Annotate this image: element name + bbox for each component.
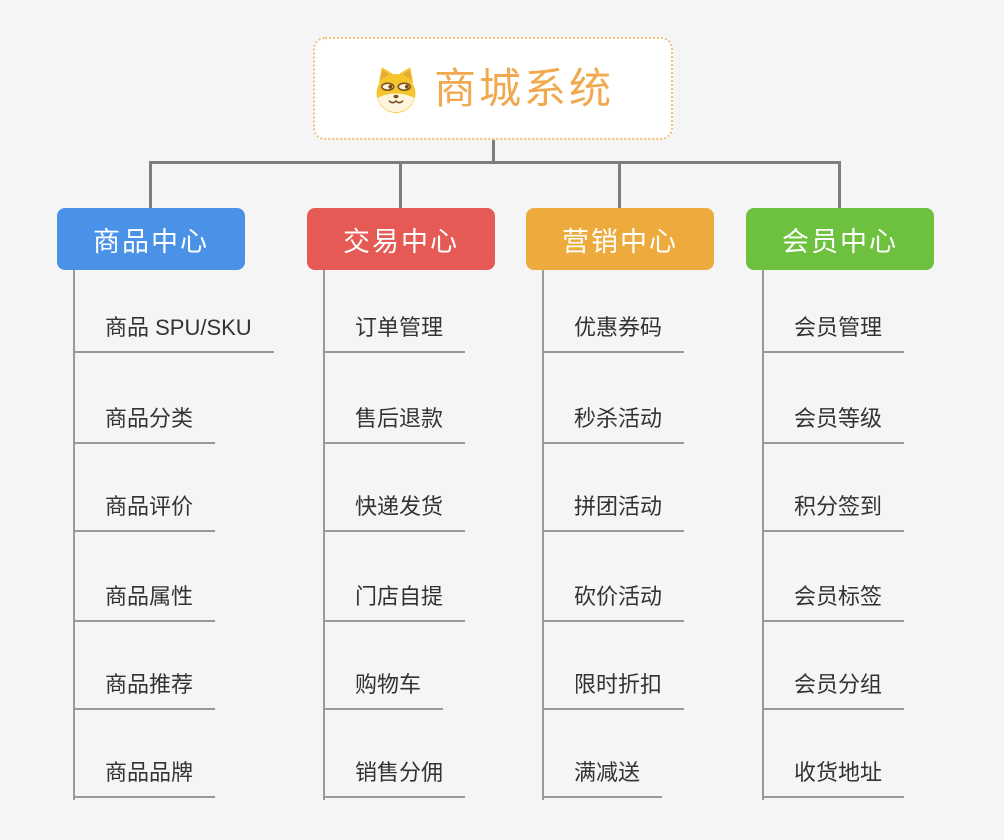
mindmap-item[interactable]: 会员管理 (762, 315, 905, 353)
doge-icon (376, 66, 416, 113)
mindmap-item[interactable]: 快递发货 (323, 494, 466, 532)
branch-box-trade[interactable]: 交易中心 (307, 208, 495, 270)
mindmap-item[interactable]: 门店自提 (323, 584, 466, 622)
branch-label: 交易中心 (343, 226, 459, 257)
mindmap-item[interactable]: 商品属性 (73, 584, 216, 622)
branch-marketing: 营销中心 优惠券码 秒杀活动 拼团活动 砍价活动 限时折扣 满减送 (526, 208, 714, 800)
branch-trunk-line: 商品 SPU/SKU 商品分类 商品评价 商品属性 商品推荐 商品品牌 (73, 270, 274, 800)
mindmap-item[interactable]: 满减送 (542, 760, 663, 798)
branch-box-marketing[interactable]: 营销中心 (526, 208, 714, 270)
root-node[interactable]: 商城系统 (313, 37, 673, 140)
mindmap-item[interactable]: 积分签到 (762, 494, 905, 532)
branch-products: 商品中心 商品 SPU/SKU 商品分类 商品评价 商品属性 商品推荐 商品品牌 (57, 208, 274, 800)
branch-label: 会员中心 (782, 226, 898, 257)
mindmap-item[interactable]: 会员标签 (762, 584, 905, 622)
branch-box-members[interactable]: 会员中心 (746, 208, 934, 270)
connector-horizontal-bar (149, 161, 841, 164)
connector-stub-members (838, 161, 841, 209)
mindmap-item[interactable]: 购物车 (323, 672, 444, 710)
mindmap-item[interactable]: 秒杀活动 (542, 406, 685, 444)
mindmap-item[interactable]: 售后退款 (323, 406, 466, 444)
branch-label: 商品中心 (93, 226, 209, 257)
connector-stub-products (149, 161, 152, 209)
mindmap-item[interactable]: 商品分类 (73, 406, 216, 444)
mindmap-item[interactable]: 会员分组 (762, 672, 905, 710)
mindmap-item[interactable]: 拼团活动 (542, 494, 685, 532)
mindmap-item[interactable]: 商品推荐 (73, 672, 216, 710)
branch-box-products[interactable]: 商品中心 (57, 208, 245, 270)
mindmap-item[interactable]: 商品品牌 (73, 760, 216, 798)
mindmap-item[interactable]: 商品评价 (73, 494, 216, 532)
mindmap-item[interactable]: 会员等级 (762, 406, 905, 444)
branch-trunk-line: 会员管理 会员等级 积分签到 会员标签 会员分组 收货地址 (762, 270, 905, 800)
mindmap-item[interactable]: 砍价活动 (542, 584, 685, 622)
connector-stub-marketing (618, 161, 621, 209)
branch-trunk-line: 订单管理 售后退款 快递发货 门店自提 购物车 销售分佣 (323, 270, 466, 800)
mindmap-item[interactable]: 商品 SPU/SKU (73, 315, 274, 353)
connector-stub-trade (399, 161, 402, 209)
root-title: 商城系统 (433, 64, 614, 112)
mindmap-item[interactable]: 订单管理 (323, 315, 466, 353)
mindmap-item[interactable]: 限时折扣 (542, 672, 685, 710)
mindmap-item[interactable]: 收货地址 (762, 760, 905, 798)
mindmap-item[interactable]: 销售分佣 (323, 760, 466, 798)
mindmap-item[interactable]: 优惠券码 (542, 315, 685, 353)
branch-members: 会员中心 会员管理 会员等级 积分签到 会员标签 会员分组 收货地址 (746, 208, 934, 800)
branch-trunk-line: 优惠券码 秒杀活动 拼团活动 砍价活动 限时折扣 满减送 (542, 270, 685, 800)
connector-root-vertical (492, 140, 495, 163)
branch-trade: 交易中心 订单管理 售后退款 快递发货 门店自提 购物车 销售分佣 (307, 208, 495, 800)
branch-label: 营销中心 (562, 226, 678, 257)
